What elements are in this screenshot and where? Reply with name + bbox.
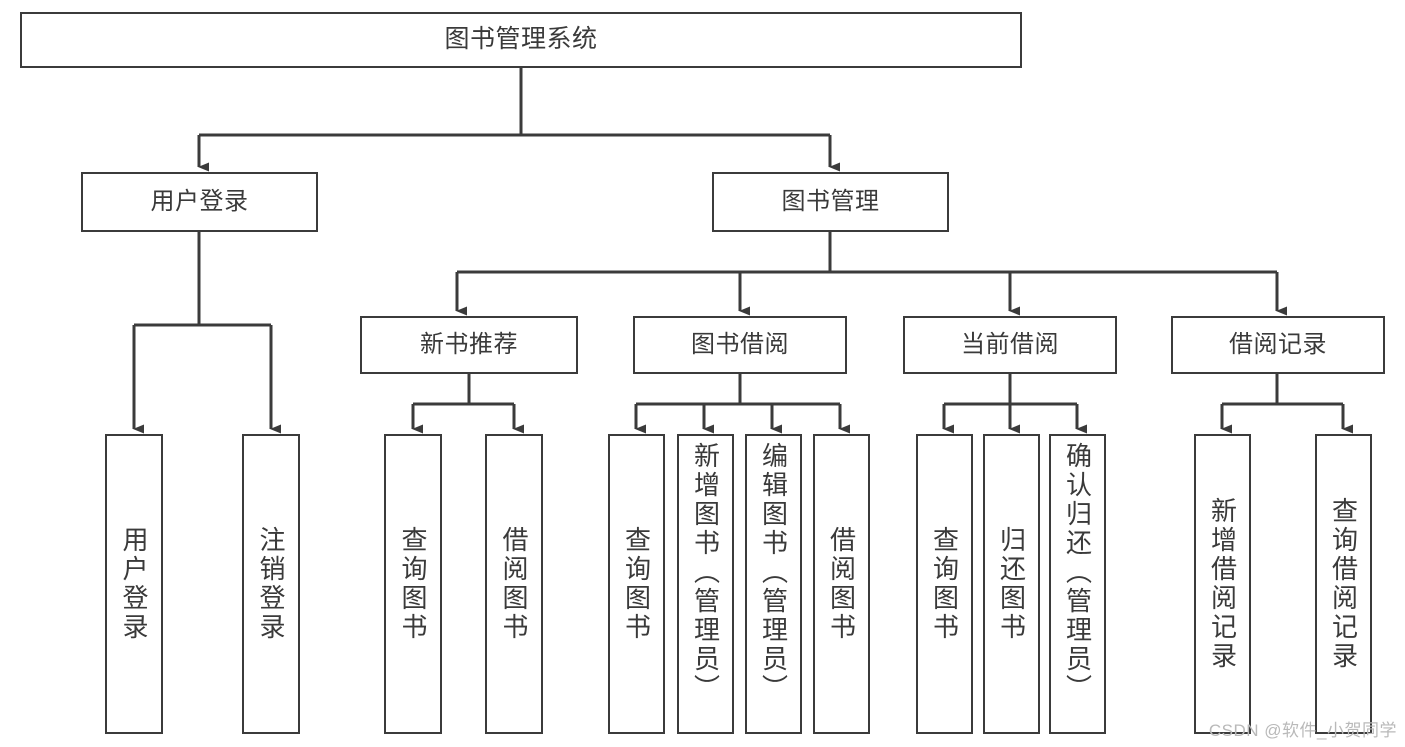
leaf-add-borrow-record[interactable]: 新增借阅记录 (1194, 434, 1251, 734)
leaf-add-book-admin[interactable]: 新增图书（管理员） (677, 434, 734, 734)
leaf-borrow-books-borrow[interactable]: 借阅图书 (813, 434, 870, 734)
node-label: 确认归还（管理员） (1062, 442, 1093, 703)
node-label: 借阅记录 (1229, 330, 1327, 358)
node-label: 编辑图书（管理员） (758, 442, 789, 703)
node-label: 新书推荐 (420, 330, 518, 358)
node-label: 用户登录 (150, 187, 249, 215)
leaf-query-books-current[interactable]: 查询图书 (916, 434, 973, 734)
node-label: 查询图书 (398, 526, 428, 642)
leaf-borrow-books-recommend[interactable]: 借阅图书 (485, 434, 543, 734)
node-borrow-records[interactable]: 借阅记录 (1171, 316, 1385, 374)
node-label: 图书借阅 (691, 330, 789, 358)
node-label: 查询图书 (621, 526, 652, 642)
node-label: 新增借阅记录 (1207, 497, 1238, 671)
node-label: 新增图书（管理员） (690, 442, 721, 703)
leaf-query-books-recommend[interactable]: 查询图书 (384, 434, 442, 734)
node-label: 当前借阅 (961, 330, 1059, 358)
node-label: 查询借阅记录 (1328, 497, 1359, 671)
node-label: 查询图书 (929, 526, 960, 642)
node-label: 用户登录 (119, 526, 149, 642)
node-new-book-recommend[interactable]: 新书推荐 (360, 316, 578, 374)
leaf-logout-login[interactable]: 注销登录 (242, 434, 300, 734)
node-label: 注销登录 (256, 526, 286, 642)
leaf-query-books-borrow[interactable]: 查询图书 (608, 434, 665, 734)
node-current-borrow[interactable]: 当前借阅 (903, 316, 1117, 374)
leaf-user-login[interactable]: 用户登录 (105, 434, 163, 734)
leaf-return-books[interactable]: 归还图书 (983, 434, 1040, 734)
node-label: 借阅图书 (826, 526, 857, 642)
leaf-edit-book-admin[interactable]: 编辑图书（管理员） (745, 434, 802, 734)
node-label: 图书管理系统 (444, 25, 598, 54)
node-user-login[interactable]: 用户登录 (81, 172, 318, 232)
node-label: 图书管理 (781, 187, 880, 215)
node-root-library-system[interactable]: 图书管理系统 (20, 12, 1022, 68)
node-label: 归还图书 (996, 526, 1027, 642)
node-label: 借阅图书 (499, 526, 529, 642)
leaf-confirm-return-admin[interactable]: 确认归还（管理员） (1049, 434, 1106, 734)
csdn-watermark: CSDN @软件_小贺同学 (1208, 721, 1397, 740)
leaf-query-borrow-record[interactable]: 查询借阅记录 (1315, 434, 1372, 734)
node-book-borrow[interactable]: 图书借阅 (633, 316, 847, 374)
node-book-management[interactable]: 图书管理 (712, 172, 949, 232)
